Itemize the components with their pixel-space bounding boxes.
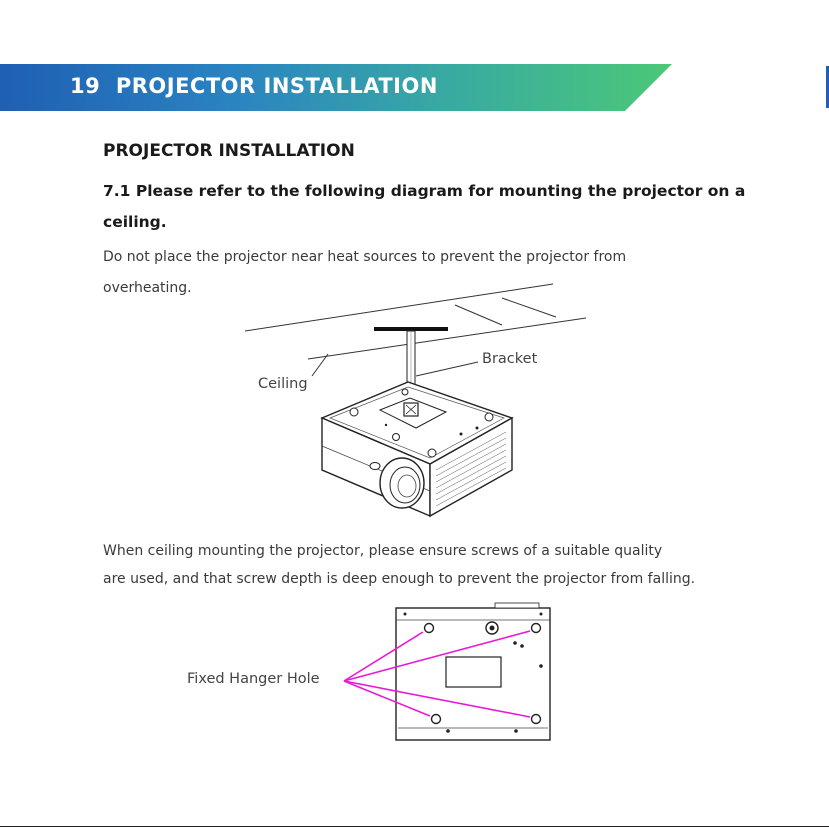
- warning-line-2: are used, and that screw depth is deep e…: [103, 571, 696, 587]
- intro-line-1: Do not place the projector near heat sou…: [103, 249, 627, 265]
- page-edge-tab: [826, 66, 829, 108]
- intro-paragraph: Do not place the projector near heat sou…: [103, 242, 626, 304]
- section-title: 19 PROJECTOR INSTALLATION: [70, 74, 438, 98]
- section-title-text: PROJECTOR INSTALLATION: [115, 74, 438, 98]
- section-number: 19: [70, 74, 101, 98]
- warning-line-1: When ceiling mounting the projector, ple…: [103, 543, 663, 559]
- section-banner: [0, 64, 672, 111]
- intro-line-2: overheating.: [103, 280, 192, 296]
- ceiling-label: Ceiling: [258, 376, 308, 392]
- page-bottom-rule: [0, 826, 829, 827]
- bracket-label: Bracket: [482, 351, 538, 367]
- warning-paragraph: When ceiling mounting the projector, ple…: [103, 537, 695, 593]
- hanger-hole-diagram: [343, 602, 551, 741]
- instruction-subheading: 7.1 Please refer to the following diagra…: [103, 182, 746, 231]
- ceiling-mount-diagram: [244, 283, 587, 518]
- hanger-hole-label: Fixed Hanger Hole: [187, 671, 320, 687]
- page-heading: PROJECTOR INSTALLATION: [103, 141, 355, 161]
